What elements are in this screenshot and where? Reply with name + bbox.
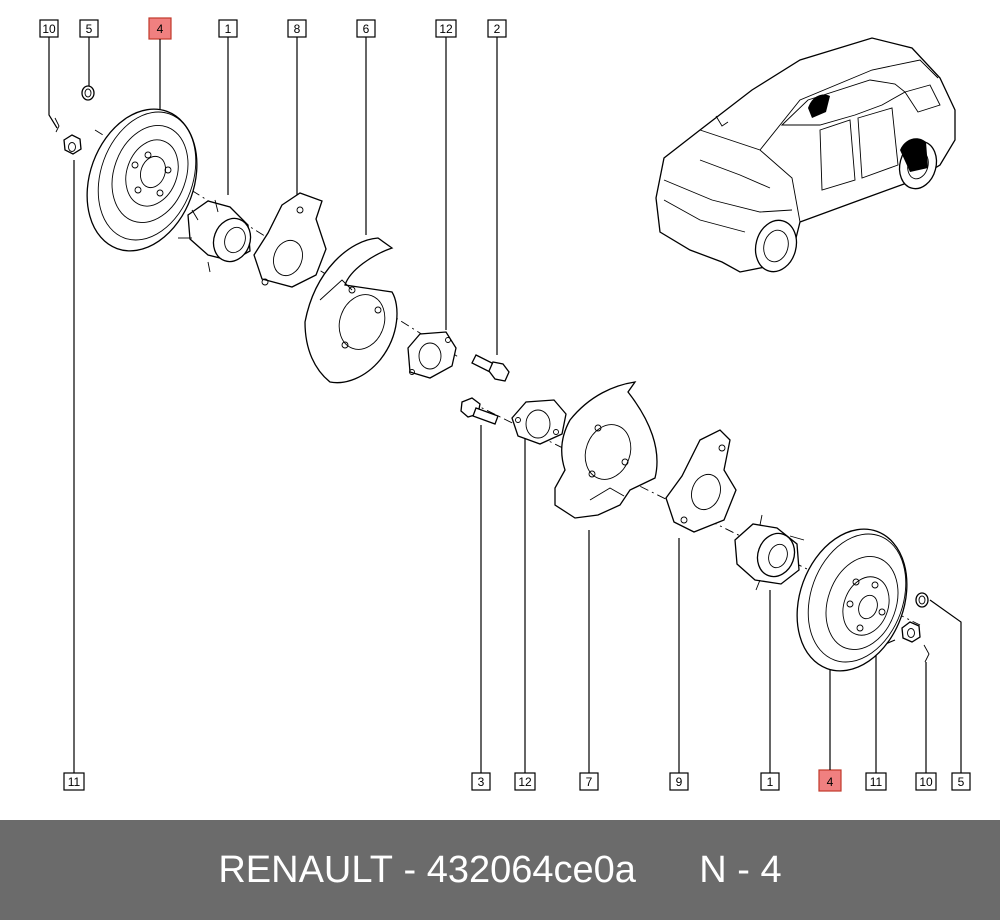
callout-label: 5 [958, 775, 965, 789]
callout-bottom-9[interactable]: 9 [669, 772, 689, 791]
callout-label: 5 [86, 22, 93, 36]
callout-top-8[interactable]: 8 [287, 19, 307, 38]
callout-bottom-7[interactable]: 7 [579, 772, 599, 791]
highlight-roof-marker [808, 94, 830, 118]
vehicle-suv-illustration [655, 37, 956, 273]
callout-label: 4 [157, 22, 164, 36]
part-info-footer: RENAULT - 432064ce0a N - 4 [0, 820, 1000, 920]
callout-label: 8 [294, 22, 301, 36]
bolt-top [471, 354, 510, 382]
callout-label: 9 [676, 775, 683, 789]
callout-label: 2 [494, 22, 501, 36]
callout-bottom-3[interactable]: 3 [471, 772, 491, 791]
dust-cap-top [81, 85, 95, 101]
retaining-clip-top [54, 117, 60, 133]
leader-lines [48, 37, 962, 773]
callout-label: 12 [518, 775, 532, 789]
highlight-rear-wheel-area [900, 138, 928, 172]
callout-label: 7 [586, 775, 593, 789]
callout-top-12[interactable]: 12 [435, 19, 457, 38]
callout-bottom-1[interactable]: 1 [760, 772, 780, 791]
wheel-hub-bottom [734, 514, 805, 591]
retaining-clip-bottom [923, 644, 930, 663]
hub-nut-bottom [901, 621, 921, 643]
bolt-bottom [460, 397, 499, 425]
callout-top-6[interactable]: 6 [356, 19, 376, 38]
callout-label: 11 [870, 775, 883, 789]
callout-top-2[interactable]: 2 [487, 19, 507, 38]
callout-label: 11 [68, 775, 81, 789]
dust-cap-bottom [915, 592, 929, 608]
brake-disc-bottom [796, 528, 908, 672]
callout-left-11[interactable]: 11 [63, 772, 85, 791]
callout-top-10[interactable]: 10 [39, 19, 59, 38]
backing-plate-top [304, 237, 398, 384]
hub-nut-top [63, 134, 82, 155]
callout-top-1[interactable]: 1 [218, 19, 238, 38]
callout-top-5[interactable]: 5 [79, 19, 99, 38]
callout-label: 3 [478, 775, 485, 789]
callout-label: 6 [363, 22, 370, 36]
callout-label: 4 [827, 775, 834, 789]
callout-label: 1 [767, 775, 774, 789]
exploded-brake-diagram: 10 5 4 1 8 6 12 2 11 3 12 7 9 1 4 11 10 … [39, 17, 971, 792]
callout-label: 1 [225, 22, 232, 36]
callout-label: 12 [439, 22, 453, 36]
callout-bottom-12[interactable]: 12 [514, 772, 536, 791]
callout-bottom-11[interactable]: 11 [865, 772, 887, 791]
callout-label: 10 [42, 22, 56, 36]
brand-name: RENAULT [218, 848, 393, 891]
callout-bottom-4-highlighted[interactable]: 4 [818, 769, 842, 792]
backing-plate-bottom [554, 381, 658, 519]
callout-label: 10 [919, 775, 933, 789]
brake-disc-top [86, 108, 198, 252]
position-label: N - 4 [699, 848, 782, 891]
mounting-bracket-bottom [665, 429, 737, 533]
callout-top-4-highlighted[interactable]: 4 [148, 17, 172, 40]
separator: - [392, 848, 427, 891]
part-code: 432064ce0a [426, 848, 636, 891]
callout-bottom-5[interactable]: 5 [951, 772, 971, 791]
wheel-hub-top [178, 199, 252, 273]
spacer-plate-bottom [511, 399, 567, 445]
spacer-plate-top [407, 331, 457, 379]
mounting-bracket-top [253, 192, 327, 288]
footer-gap [636, 849, 699, 892]
callout-bottom-10[interactable]: 10 [915, 772, 937, 791]
